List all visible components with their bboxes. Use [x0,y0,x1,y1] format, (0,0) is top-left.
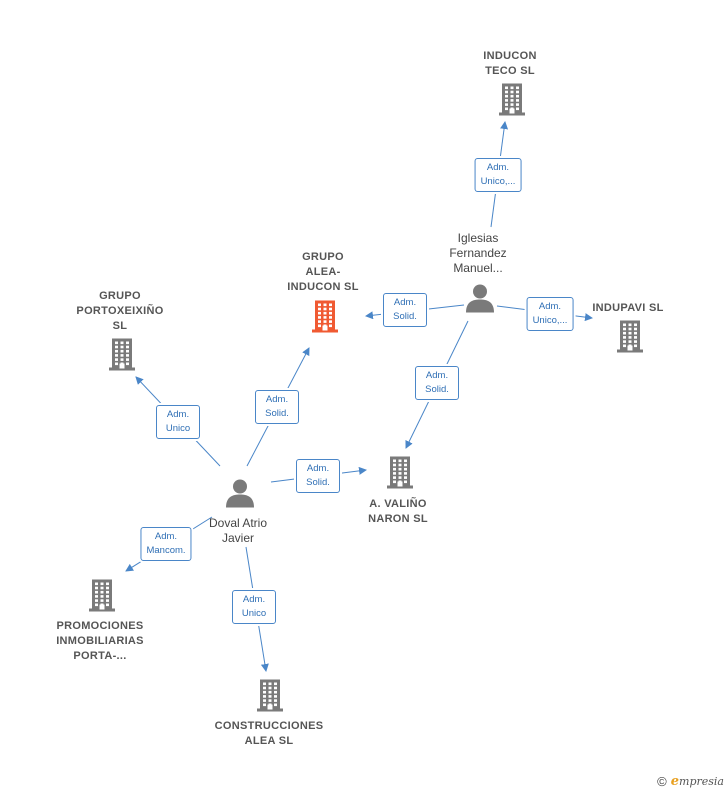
node-label-indupavi[interactable]: INDUPAVI SL [592,302,664,314]
node-label-doval[interactable]: Doval Atrio Javier [208,516,268,545]
node-label-valino-naron[interactable]: A. VALIÑO NARON SL [368,498,428,525]
building-icon[interactable] [499,82,525,121]
person-icon[interactable] [465,283,495,318]
node-label-iglesias[interactable]: Iglesias Fernandez Manuel... [449,231,507,275]
edge-label-e5: Adm. Unico [156,405,200,439]
building-icon[interactable] [617,319,643,358]
node-label-promociones[interactable]: PROMOCIONES INMOBILIARIAS PORTA-... [56,620,144,662]
edge-label-e1: Adm. Unico,... [474,158,522,192]
building-icon[interactable] [109,337,135,376]
node-label-grupo-alea-inducon[interactable]: GRUPO ALEA- INDUCON SL [287,251,359,293]
edge-label-e7: Adm. Solid. [296,459,340,493]
edge-label-e8: Adm. Mancom. [140,527,192,561]
edge-label-e9: Adm. Unico [232,590,276,624]
empresia-logo: empresia [670,774,724,789]
edge-label-e6: Adm. Solid. [255,390,299,424]
edge-label-e2: Adm. Solid. [383,293,427,327]
edge-label-e3: Adm. Unico,... [526,297,574,331]
copyright-symbol: © [657,774,667,789]
building-icon[interactable] [257,678,283,717]
node-label-construcciones[interactable]: CONSTRUCCIONES ALEA SL [214,720,324,747]
building-icon[interactable] [387,455,413,494]
node-label-grupo-portoxeixino[interactable]: GRUPO PORTOXEIXIÑO SL [76,290,164,332]
node-label-inducon-teco[interactable]: INDUCON TECO SL [483,50,537,77]
edge-label-e4: Adm. Solid. [415,366,459,400]
empresia-watermark: © empresia [657,774,724,789]
person-icon[interactable] [225,478,255,513]
building-icon[interactable] [312,299,338,338]
building-icon[interactable] [89,578,115,617]
